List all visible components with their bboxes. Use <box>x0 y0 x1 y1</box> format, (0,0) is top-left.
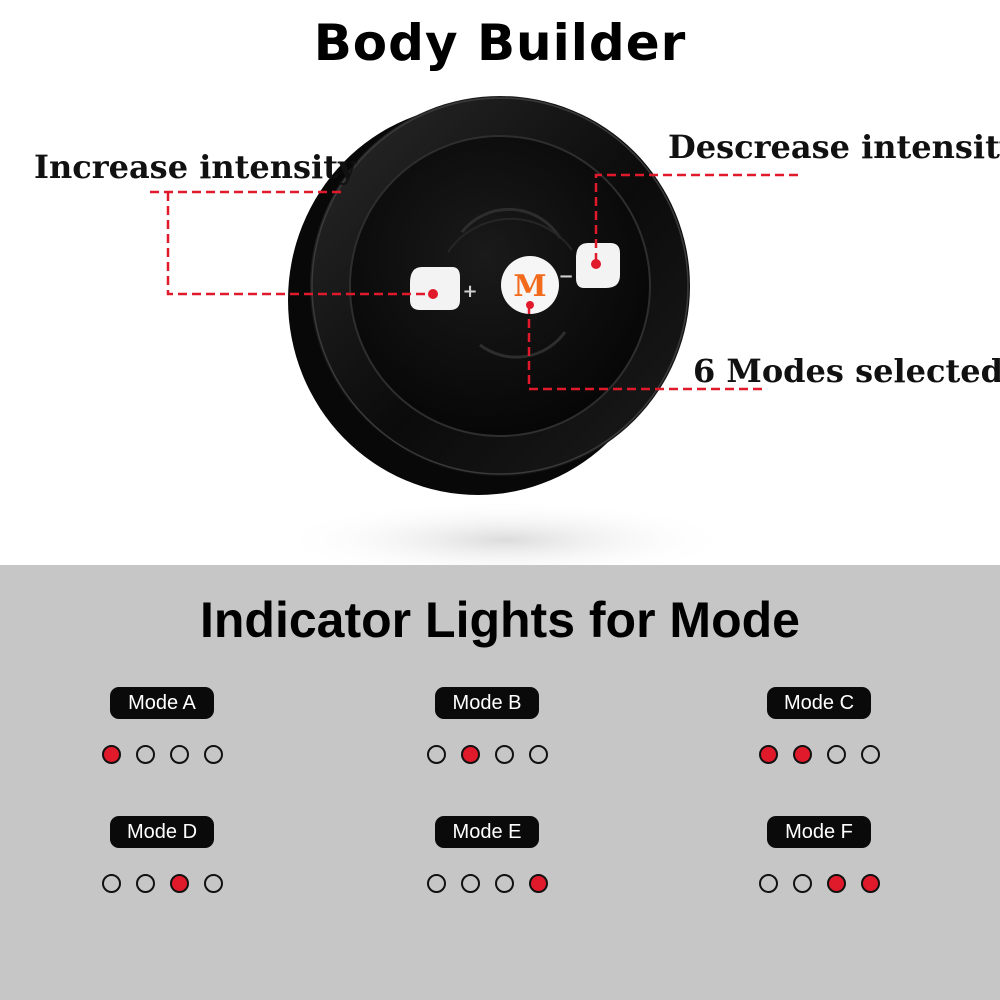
mode-letter: M <box>513 269 546 304</box>
indicator-lights <box>62 745 262 764</box>
indicator-light-off <box>203 745 223 764</box>
product-panel: Body Builder <box>34 14 1000 565</box>
device-illustration: + M − <box>150 96 800 565</box>
indicator-light-off <box>426 874 446 893</box>
indicator-light-off <box>792 874 812 893</box>
indicator-light-off <box>426 745 446 764</box>
mode-e-group: Mode E <box>387 816 587 893</box>
floor-reflection <box>275 500 735 565</box>
minus-sign: − <box>558 266 573 287</box>
indicator-light-on <box>792 745 812 764</box>
indicator-lights <box>719 874 919 893</box>
indicator-light-off <box>460 874 480 893</box>
indicator-light-off <box>528 745 548 764</box>
indicator-light-on <box>460 745 480 764</box>
indicator-title: Indicator Lights for Mode <box>200 592 800 648</box>
indicator-light-on <box>758 745 778 764</box>
indicator-light-on <box>528 874 548 893</box>
indicator-light-off <box>135 745 155 764</box>
decrease-button[interactable] <box>576 243 620 288</box>
mode-label: Mode F <box>767 816 871 848</box>
mode-button[interactable]: M <box>501 256 559 314</box>
plus-sign: + <box>462 281 477 302</box>
increase-leader-line <box>166 192 430 296</box>
mode-f-group: Mode F <box>719 816 919 893</box>
increase-callout-dot <box>428 289 438 299</box>
decrease-leader-line <box>594 173 800 262</box>
indicator-light-off <box>494 745 514 764</box>
decrease-callout-dot <box>591 259 601 269</box>
mode-label: Mode C <box>767 687 871 719</box>
mode-b-group: Mode B <box>387 687 587 764</box>
indicator-lights <box>387 745 587 764</box>
indicator-light-off <box>826 745 846 764</box>
indicator-lights <box>387 874 587 893</box>
indicator-light-off <box>860 745 880 764</box>
page-title: Body Builder <box>313 14 687 72</box>
indicator-light-off <box>494 874 514 893</box>
device-face <box>350 136 650 436</box>
increase-intensity-callout: Increase intensity <box>34 148 357 186</box>
indicator-light-off <box>135 874 155 893</box>
indicator-light-on <box>169 874 189 893</box>
indicator-light-off <box>169 745 189 764</box>
increase-button[interactable] <box>410 267 460 310</box>
indicator-light-off <box>203 874 223 893</box>
mode-d-group: Mode D <box>62 816 262 893</box>
indicator-light-on <box>101 745 121 764</box>
mode-c-group: Mode C <box>719 687 919 764</box>
mode-label: Mode A <box>110 687 214 719</box>
modes-leader-line <box>527 305 762 391</box>
indicator-panel: Indicator Lights for Mode Mode A Mode B … <box>0 565 1000 1000</box>
indicator-light-off <box>101 874 121 893</box>
mode-a-group: Mode A <box>62 687 262 764</box>
modes-selected-callout: 6 Modes selected <box>693 352 1000 390</box>
indicator-light-off <box>758 874 778 893</box>
mode-label: Mode B <box>435 687 539 719</box>
indicator-lights <box>719 745 919 764</box>
indicator-lights <box>62 874 262 893</box>
decrease-intensity-callout: Descrease intensity <box>668 128 1000 166</box>
indicator-light-on <box>826 874 846 893</box>
indicator-light-on <box>860 874 880 893</box>
mode-label: Mode E <box>435 816 539 848</box>
mode-label: Mode D <box>110 816 214 848</box>
